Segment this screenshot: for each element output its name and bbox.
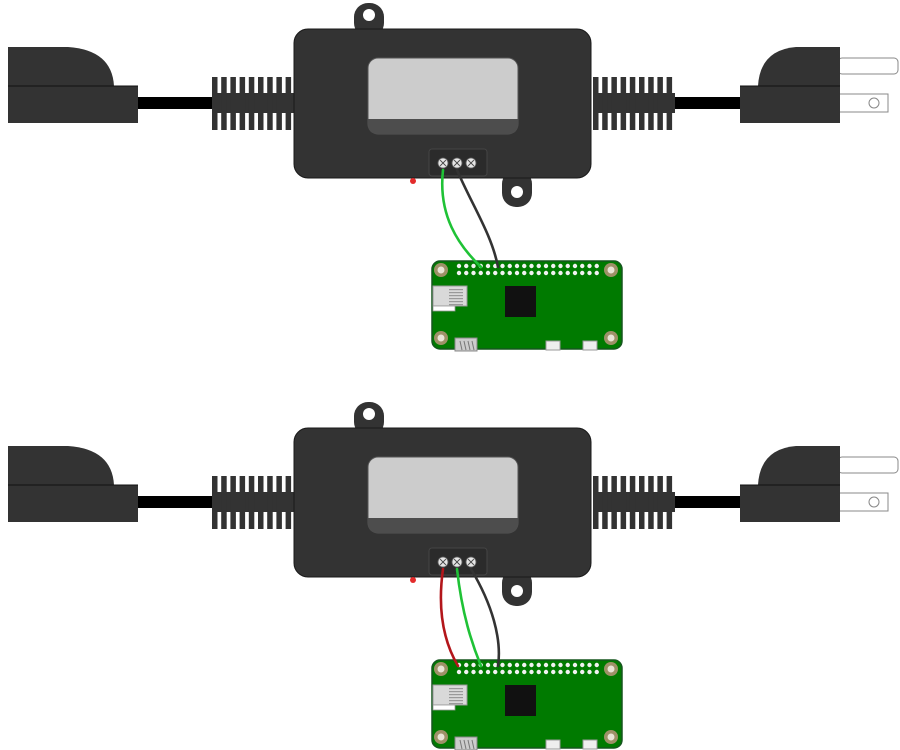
ground-prong [837, 492, 889, 512]
soc-chip [505, 286, 536, 317]
power-relay-assembly-bottom [8, 402, 899, 750]
micro-usb-port [545, 739, 561, 750]
ac-plug-icon [740, 47, 899, 123]
raspberry-pi-zero-board [431, 260, 623, 352]
gpio-header [456, 662, 599, 675]
black-wire [455, 168, 500, 269]
mounting-tab-bottom [502, 569, 532, 606]
green-wire [440, 168, 483, 269]
screw-terminal-3 [465, 556, 477, 568]
screw-terminal-1 [437, 556, 449, 568]
ground-prong [837, 93, 889, 113]
mounting-tab-bottom [502, 170, 532, 207]
left-power-cord [130, 97, 222, 109]
mini-hdmi-port [454, 736, 478, 750]
red-wire [439, 567, 460, 668]
outlet-plug-icon [8, 47, 138, 123]
left-strain-relief [212, 476, 294, 529]
black-wire [469, 567, 501, 668]
status-led [410, 577, 416, 583]
screw-terminal-1 [437, 157, 449, 169]
display-window [367, 456, 519, 534]
power-relay-assembly-top [8, 3, 899, 352]
right-power-cord [668, 97, 750, 109]
micro-usb-power-port [582, 340, 598, 351]
left-power-cord [130, 496, 222, 508]
gpio-header [456, 263, 599, 276]
soc-chip [505, 685, 536, 716]
plug-prong [837, 456, 899, 474]
ac-plug-icon [740, 446, 899, 522]
raspberry-pi-zero-board [431, 659, 623, 750]
green-wire [455, 567, 483, 668]
screw-terminal-3 [465, 157, 477, 169]
micro-usb-port [545, 340, 561, 351]
screw-terminal-2 [451, 556, 463, 568]
right-power-cord [668, 496, 750, 508]
plug-prong [837, 57, 899, 75]
screw-terminal-2 [451, 157, 463, 169]
microsd-slot [432, 285, 468, 312]
status-led [410, 178, 416, 184]
display-window [367, 57, 519, 135]
mini-hdmi-port [454, 337, 478, 352]
outlet-plug-icon [8, 446, 138, 522]
left-strain-relief [212, 77, 294, 130]
micro-usb-power-port [582, 739, 598, 750]
right-strain-relief [593, 77, 675, 130]
microsd-slot [432, 684, 468, 711]
right-strain-relief [593, 476, 675, 529]
